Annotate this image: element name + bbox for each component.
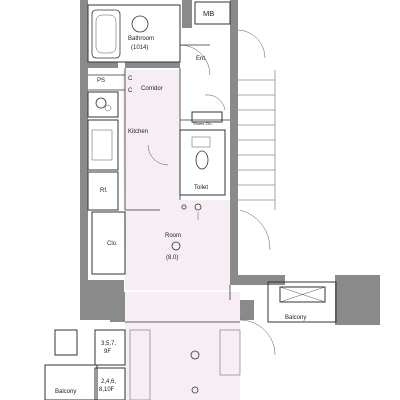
refrigerator-label: Rf. (100, 188, 108, 194)
c-label-2: C (128, 88, 133, 94)
floors-a-label: 3,5,7, (101, 341, 116, 347)
bathroom-label: Bathroom (128, 36, 154, 42)
kitchen-sink (91, 129, 113, 161)
balcony-right-label: Balcony (285, 315, 306, 321)
c-label-1: C (128, 76, 133, 82)
bathroom-size-label: (1014) (131, 45, 148, 51)
bathtub (91, 9, 121, 59)
mb-label: MB (203, 9, 214, 18)
toilet-label: Toilet (194, 185, 208, 191)
toilet-tank (191, 136, 211, 148)
interior-walls (87, 1, 240, 323)
stair-lines (238, 70, 276, 210)
closet-label: Clo. (107, 241, 118, 247)
lower-fixtures (44, 329, 241, 400)
stove-burner (95, 97, 107, 109)
doors (147, 29, 276, 356)
ps-label: PS (97, 78, 105, 84)
balcony-right (267, 281, 337, 323)
room-floor-area (122, 70, 230, 290)
balcony-left-label: Balcony (55, 389, 76, 395)
room-size-label: (8.0) (166, 255, 178, 261)
room-markers (171, 203, 202, 251)
sink (131, 15, 149, 33)
floors-a2-label: 9F (104, 349, 111, 355)
shoes-closet-label: Shoes Clo. (193, 121, 213, 126)
entrance-label: Ent. (196, 56, 207, 62)
room-label: Room (165, 233, 181, 239)
lower-room-area (125, 292, 240, 400)
floors-b2-label: 8,10F (99, 387, 115, 393)
kitchen-label: Kitchen (128, 129, 148, 135)
corridor-label: Corridor (141, 86, 163, 92)
toilet-fixture (195, 150, 209, 170)
shoe-closet (191, 111, 223, 123)
floors-b-label: 2,4,6, (101, 379, 116, 385)
stove-burner-2 (104, 104, 112, 112)
outer-walls (80, 0, 380, 325)
